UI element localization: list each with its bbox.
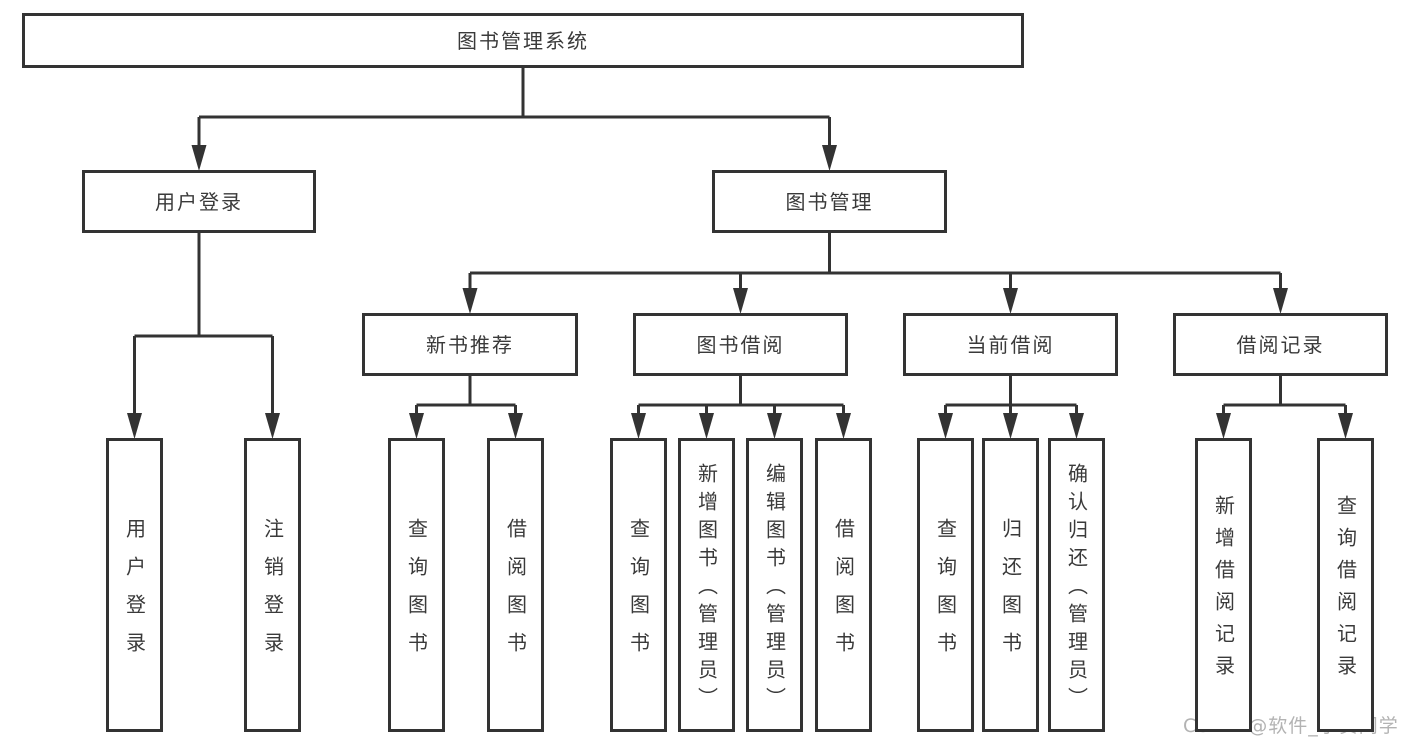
node-book-borrow: 图书借阅 — [633, 313, 848, 376]
node-records-add-record: 新增借阅记录 — [1195, 438, 1252, 732]
node-label: 注销登录 — [260, 518, 285, 670]
node-label: 查询借阅记录 — [1333, 495, 1358, 687]
node-borrow-edit-books-admin: 编辑图书（管理员） — [746, 438, 803, 732]
node-label: 借阅记录 — [1236, 332, 1325, 357]
node-label: 新增图书（管理员） — [694, 463, 719, 715]
node-logout: 注销登录 — [244, 438, 301, 732]
node-recommend-borrow-books: 借阅图书 — [487, 438, 544, 732]
node-label: 借阅图书 — [831, 518, 856, 670]
node-current-query-books: 查询图书 — [917, 438, 974, 732]
node-borrow-add-books-admin: 新增图书（管理员） — [678, 438, 735, 732]
node-label: 图书管理 — [785, 189, 874, 214]
node-label: 当前借阅 — [966, 332, 1055, 357]
node-label: 用户登录 — [155, 189, 243, 214]
node-label: 编辑图书（管理员） — [762, 463, 787, 715]
node-current-confirm-return-admin: 确认归还（管理员） — [1048, 438, 1105, 732]
node-label: 新增借阅记录 — [1211, 495, 1236, 687]
node-borrow-borrow-books: 借阅图书 — [815, 438, 872, 732]
node-label: 借阅图书 — [503, 518, 528, 670]
node-label: 查询图书 — [933, 518, 958, 670]
node-user-login: 用户登录 — [82, 170, 316, 233]
node-new-book-recommend: 新书推荐 — [362, 313, 578, 376]
node-label: 图书管理系统 — [457, 28, 589, 53]
node-current-return-books: 归还图书 — [982, 438, 1039, 732]
node-label: 图书借阅 — [696, 332, 785, 357]
node-label: 新书推荐 — [426, 332, 514, 357]
node-current-borrow: 当前借阅 — [903, 313, 1118, 376]
node-recommend-query-books: 查询图书 — [388, 438, 445, 732]
node-records-query-record: 查询借阅记录 — [1317, 438, 1374, 732]
node-label: 归还图书 — [998, 518, 1023, 670]
node-label: 查询图书 — [626, 518, 651, 670]
node-book-management: 图书管理 — [712, 170, 947, 233]
node-label: 确认归还（管理员） — [1064, 463, 1089, 715]
node-login: 用户登录 — [106, 438, 163, 732]
node-label: 用户登录 — [122, 518, 147, 670]
node-library-system: 图书管理系统 — [22, 13, 1024, 68]
node-borrow-records: 借阅记录 — [1173, 313, 1388, 376]
node-borrow-query-books: 查询图书 — [610, 438, 667, 732]
node-label: 查询图书 — [404, 518, 429, 670]
